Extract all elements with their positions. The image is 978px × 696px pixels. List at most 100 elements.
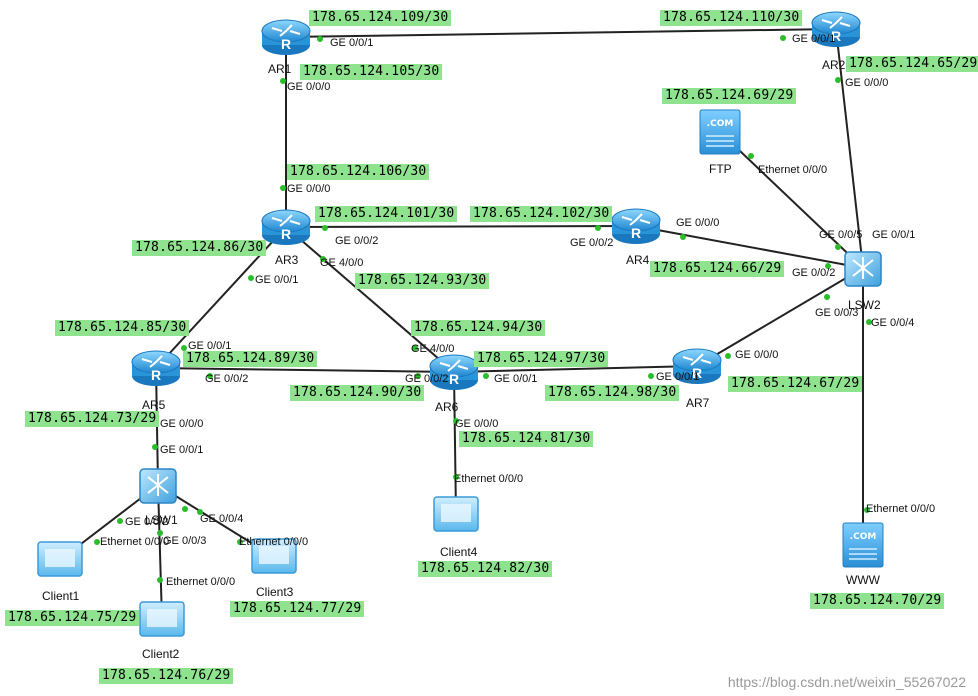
port-dot: [94, 539, 100, 545]
ip-address-label: 178.65.124.66/29: [650, 261, 785, 277]
link-ar6-client4: [453, 371, 457, 516]
ar3-router-icon: R: [261, 209, 311, 245]
ip-address-label: 178.65.124.73/29: [25, 411, 160, 427]
svg-text:R: R: [151, 367, 161, 383]
lsw2-switch-icon: [844, 251, 882, 287]
link-ar3-ar4: [285, 225, 637, 228]
interface-label: GE 0/0/0: [287, 81, 331, 93]
port-dot: [864, 507, 870, 513]
port-dot: [648, 373, 654, 379]
device-name-ar5: AR5: [142, 398, 166, 412]
port-dot: [237, 539, 243, 545]
interface-label: Ethernet 0/0/0: [866, 503, 936, 515]
ip-address-label: 178.65.124.70/29: [810, 593, 945, 609]
port-dot: [824, 294, 830, 300]
interface-label: GE 0/0/4: [200, 513, 244, 525]
port-dot: [825, 263, 831, 269]
port-dot: [412, 345, 418, 351]
device-name-client1: Client1: [42, 589, 80, 603]
link-ar1-ar2: [285, 28, 837, 38]
interface-label: GE 0/0/1: [872, 229, 916, 241]
ip-address-label: 178.65.124.81/30: [459, 431, 594, 447]
port-dots-layer: [94, 35, 872, 583]
ip-address-label: 178.65.124.86/30: [132, 240, 267, 256]
ip-address-label: 178.65.124.90/30: [290, 385, 425, 401]
port-dot: [248, 275, 254, 281]
interface-label: GE 0/0/0: [735, 349, 779, 361]
port-dot: [835, 244, 841, 250]
interface-label: GE 0/0/1: [792, 33, 836, 45]
port-dot: [157, 577, 163, 583]
device-name-ar1: AR1: [268, 62, 292, 76]
port-dot: [595, 225, 601, 231]
ip-address-label: 178.65.124.76/29: [99, 668, 234, 684]
link-ar7-lsw2: [696, 267, 864, 367]
interface-label: GE 0/0/3: [163, 535, 207, 547]
ar5-router-icon: R: [131, 350, 181, 386]
port-dot: [835, 77, 841, 83]
port-dot: [320, 256, 326, 262]
ip-address-label: 178.65.124.77/29: [230, 601, 365, 617]
interface-label: GE 4/0/0: [411, 343, 455, 355]
svg-text:R: R: [831, 28, 841, 44]
svg-text:R: R: [631, 225, 641, 241]
ar4-router-icon: R: [611, 208, 661, 244]
interface-label: Ethernet 0/0/0: [100, 536, 170, 548]
interface-label: Ethernet 0/0/0: [166, 576, 236, 588]
interface-label: GE 0/0/1: [255, 274, 299, 286]
interface-label: GE 0/0/2: [792, 267, 836, 279]
interface-label: GE 0/0/4: [871, 317, 915, 329]
ar7-router-icon: R: [672, 348, 722, 384]
port-dot: [866, 319, 872, 325]
link-ftp-lsw2: [719, 131, 864, 269]
interface-label: GE 0/0/3: [815, 307, 859, 319]
ip-address-label: 178.65.124.67/29: [728, 376, 863, 392]
port-dot: [182, 506, 188, 512]
interface-label: Ethernet 0/0/0: [758, 164, 828, 176]
interface-label: GE 0/0/1: [188, 340, 232, 352]
interface-label: GE 0/0/0: [160, 418, 204, 430]
ip-address-label: 178.65.124.109/30: [309, 10, 452, 26]
device-name-ar3: AR3: [275, 253, 299, 267]
interface-label: GE 0/0/2: [205, 373, 249, 385]
port-dot: [725, 353, 731, 359]
www-server-icon: .COM: [842, 522, 884, 568]
port-dot: [197, 509, 203, 515]
interface-label: GE 4/0/0: [320, 257, 364, 269]
svg-text:R: R: [281, 226, 291, 242]
device-name-ar7: AR7: [686, 396, 710, 410]
interface-label: GE 0/0/2: [405, 373, 449, 385]
port-dot: [483, 373, 489, 379]
device-name-lsw2: LSW2: [848, 298, 881, 312]
port-dot: [780, 35, 786, 41]
ip-address-label: 178.65.124.110/30: [660, 10, 803, 26]
interface-label: GE 0/0/2: [570, 237, 614, 249]
ip-address-label: 178.65.124.65/29: [846, 56, 978, 72]
client2-pc-icon: [139, 601, 185, 637]
watermark: https://blog.csdn.net/weixin_55267022: [727, 674, 966, 690]
device-name-ar2: AR2: [822, 58, 846, 72]
ip-address-label: 178.65.124.75/29: [5, 610, 140, 626]
ip-address-label: 178.65.124.82/30: [418, 561, 553, 577]
port-dot: [207, 373, 213, 379]
link-ar3-ar6: [285, 226, 455, 373]
ip-address-label: 178.65.124.105/30: [300, 64, 443, 80]
device-name-ar4: AR4: [626, 253, 650, 267]
ip-address-label: 178.65.124.102/30: [470, 206, 613, 222]
interface-label: GE 0/0/1: [330, 37, 374, 49]
ar2-router-icon: R: [811, 11, 861, 47]
interface-label: Ethernet 0/0/0: [454, 473, 524, 485]
svg-text:.COM: .COM: [850, 532, 877, 542]
interface-label: GE 0/0/5: [819, 229, 863, 241]
port-dot: [748, 153, 754, 159]
svg-text:R: R: [281, 36, 291, 52]
port-dot: [152, 444, 158, 450]
link-ar4-lsw2: [635, 225, 864, 269]
link-ar6-ar7: [453, 365, 698, 373]
device-name-ftp: FTP: [709, 162, 732, 176]
interface-label: GE 0/0/1: [160, 444, 204, 456]
link-lsw1-client2: [157, 484, 163, 621]
ip-address-label: 178.65.124.69/29: [662, 88, 797, 104]
link-ar2-lsw2: [835, 28, 864, 269]
